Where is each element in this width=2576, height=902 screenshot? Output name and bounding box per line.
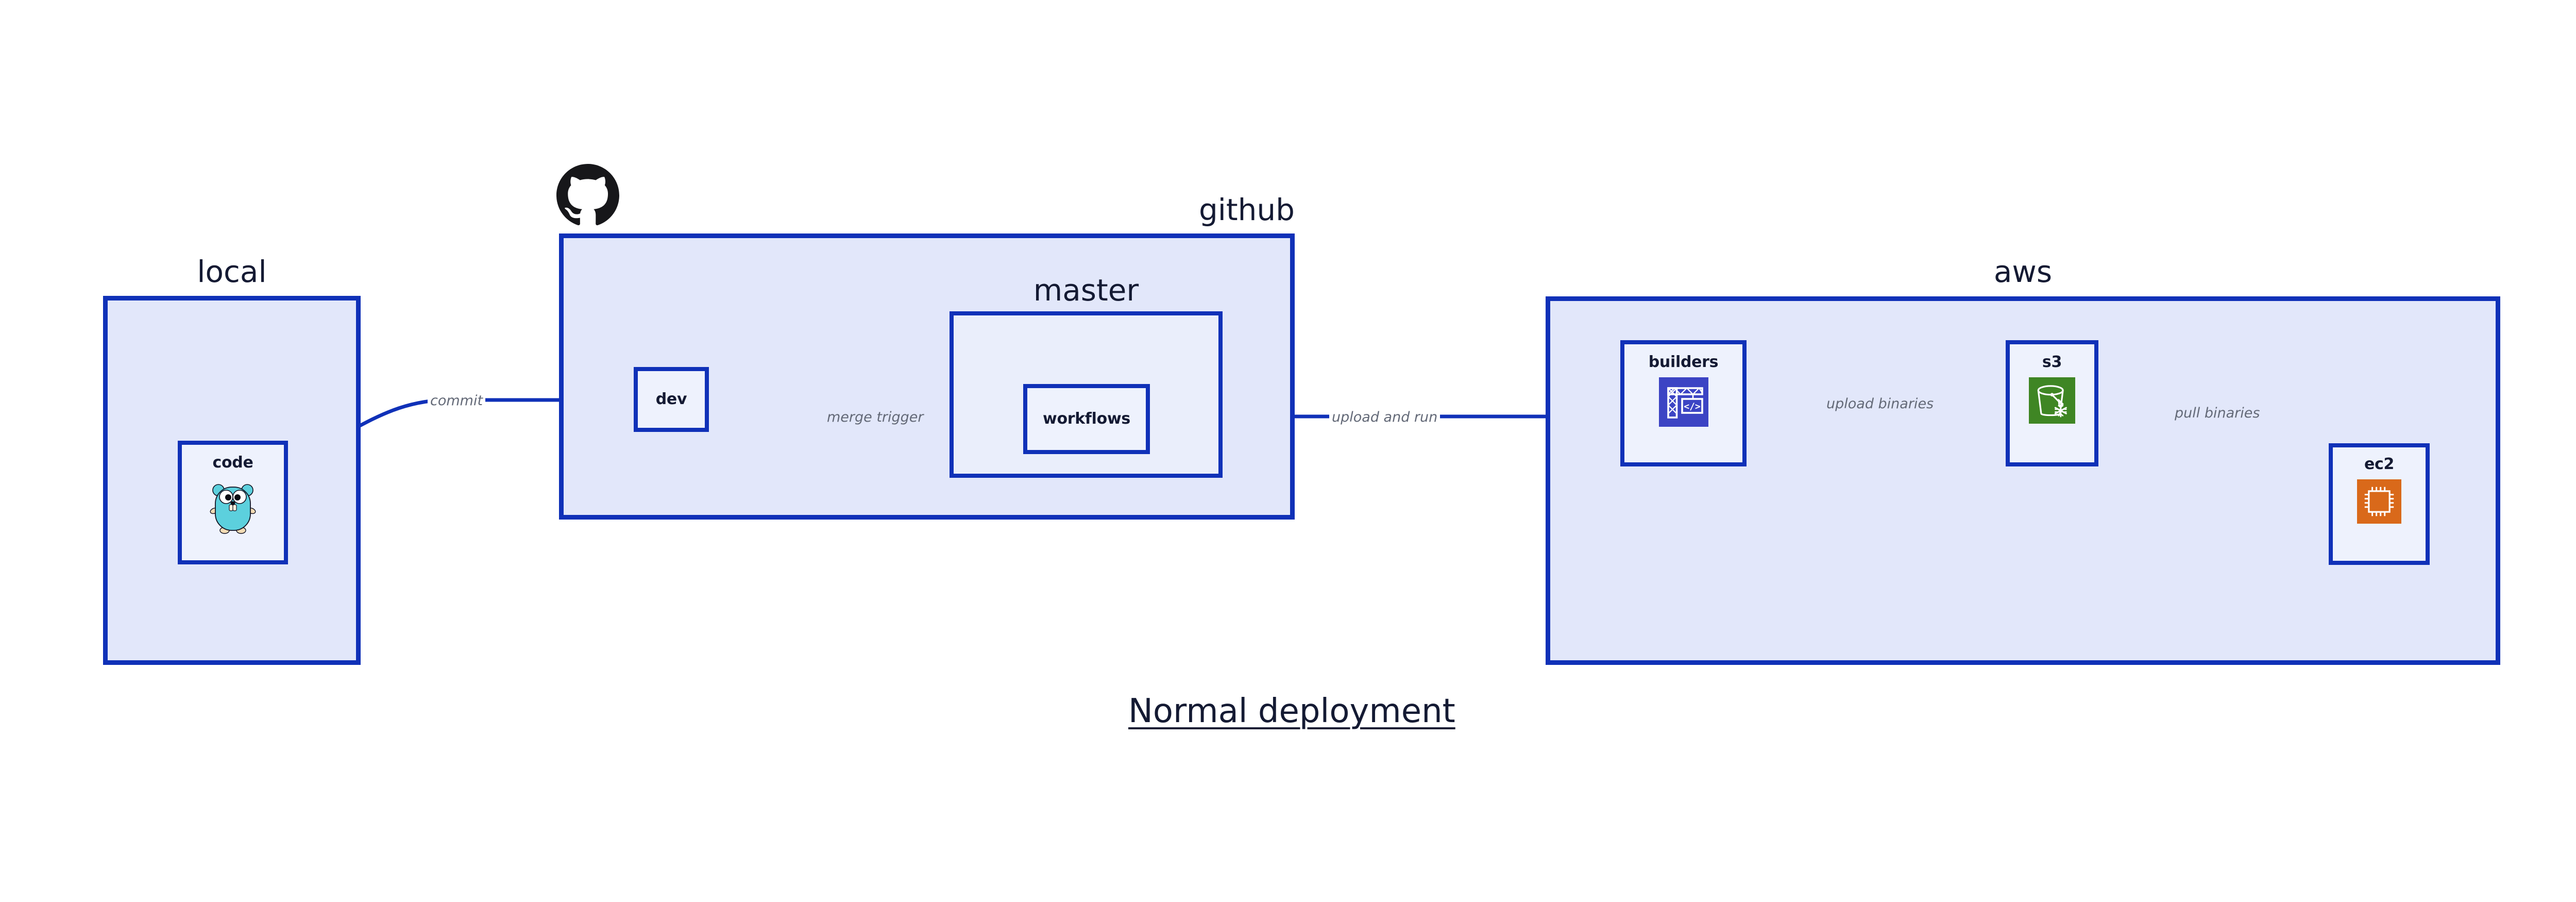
go-gopher-icon bbox=[209, 479, 257, 537]
node-label-dev: dev bbox=[655, 390, 687, 408]
node-ec2[interactable]: ec2 bbox=[2329, 443, 2430, 565]
github-mark-icon bbox=[556, 164, 619, 229]
edge-label-commit: commit bbox=[428, 393, 486, 409]
node-label-code: code bbox=[212, 454, 253, 472]
aws-s3-glacier-icon bbox=[2029, 377, 2075, 426]
node-s3[interactable]: s3 bbox=[2006, 340, 2098, 466]
diagram-title: Normal deployment bbox=[1128, 692, 1455, 730]
node-label-ec2: ec2 bbox=[2364, 455, 2395, 473]
node-label-workflows: workflows bbox=[1043, 410, 1130, 428]
edge-label-merge-trigger: merge trigger bbox=[824, 409, 926, 425]
node-label-s3: s3 bbox=[2042, 353, 2062, 371]
aws-ec2-icon bbox=[2357, 479, 2401, 526]
group-label-github: github bbox=[1198, 192, 1295, 227]
node-builders[interactable]: builders </> bbox=[1620, 340, 1747, 466]
group-label-master: master bbox=[1033, 273, 1139, 308]
edge-label-upload-binaries: upload binaries bbox=[1824, 396, 1937, 412]
group-label-aws: aws bbox=[1993, 254, 2053, 289]
edge-label-pull-binaries: pull binaries bbox=[2172, 405, 2263, 421]
node-dev[interactable]: dev bbox=[634, 367, 709, 432]
aws-codebuild-icon: </> bbox=[1658, 377, 1708, 429]
node-code[interactable]: code bbox=[178, 441, 288, 564]
edge-label-upload-and-run: upload and run bbox=[1329, 409, 1440, 425]
node-label-builders: builders bbox=[1648, 353, 1719, 371]
node-workflows[interactable]: workflows bbox=[1023, 384, 1150, 454]
group-label-local: local bbox=[197, 254, 267, 289]
svg-text:</>: </> bbox=[1684, 401, 1701, 412]
